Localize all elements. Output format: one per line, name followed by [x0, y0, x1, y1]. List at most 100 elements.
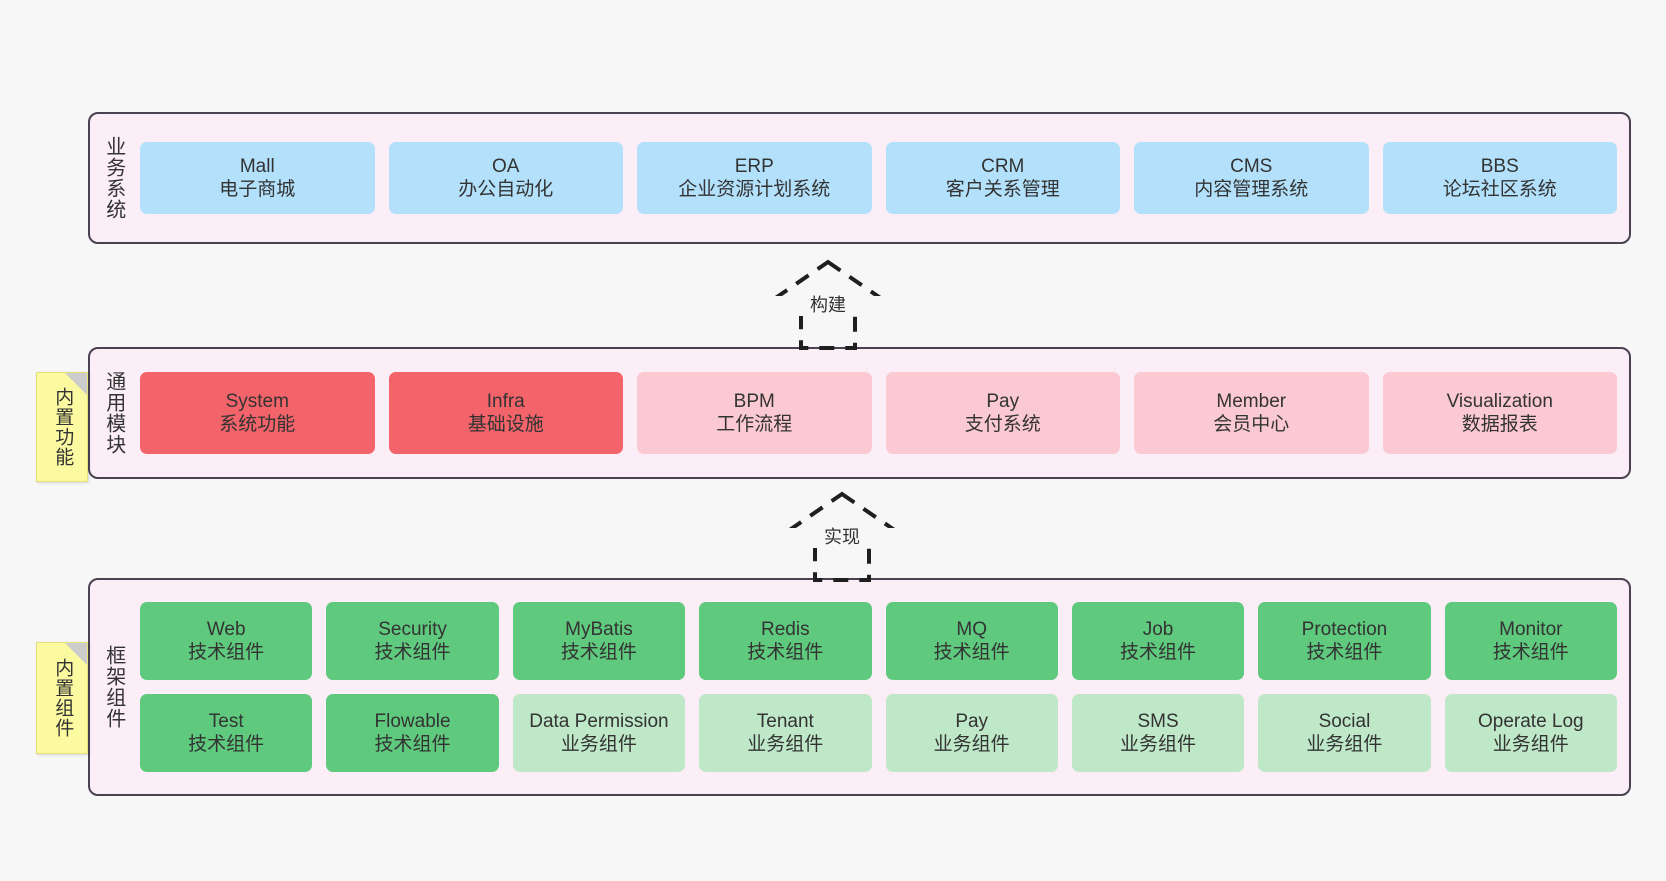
- module-card-security[interactable]: Security 技术组件: [326, 602, 499, 680]
- layer-business-system: 业务系统 Mall 电子商城 OA 办公自动化 ERP 企业资源计划系统 CRM…: [88, 112, 1631, 244]
- card-en-label: Flowable: [374, 710, 451, 732]
- module-card-member[interactable]: Member 会员中心: [1134, 372, 1369, 454]
- card-en-label: Redis: [761, 618, 810, 640]
- layer-framework-component: 框架组件 Web 技术组件 Security 技术组件 MyBatis 技术组件…: [88, 578, 1631, 796]
- module-card-pay-business[interactable]: Pay 业务组件: [885, 694, 1058, 772]
- card-en-label: OA: [492, 155, 520, 177]
- arrow-implement: 实现: [771, 490, 913, 582]
- card-en-label: Security: [378, 618, 447, 640]
- card-en-label: System: [225, 390, 289, 412]
- card-cn-label: 业务组件: [1120, 734, 1197, 755]
- module-card-mq[interactable]: MQ 技术组件: [885, 602, 1058, 680]
- module-card-data-permission[interactable]: Data Permission 业务组件: [512, 694, 686, 772]
- layer-title-framework-component: 框架组件: [102, 645, 125, 729]
- card-cn-label: 系统功能: [219, 414, 296, 435]
- card-en-label: ERP: [734, 155, 774, 177]
- module-card-system[interactable]: System 系统功能: [140, 372, 375, 454]
- card-cn-label: 基础设施: [467, 414, 544, 435]
- module-card-pay[interactable]: Pay 支付系统: [885, 372, 1120, 454]
- card-cn-label: 技术组件: [747, 642, 824, 663]
- module-card-job[interactable]: Job 技术组件: [1071, 602, 1245, 680]
- module-card-social[interactable]: Social 业务组件: [1258, 694, 1431, 772]
- card-en-label: Web: [206, 618, 246, 640]
- card-cn-label: 技术组件: [1492, 642, 1569, 663]
- module-card-bpm[interactable]: BPM 工作流程: [637, 372, 872, 454]
- card-en-label: CMS: [1230, 155, 1273, 177]
- card-en-label: Test: [208, 710, 244, 732]
- arrow-implement-label: 实现: [771, 527, 913, 548]
- module-card-visualization[interactable]: Visualization 数据报表: [1382, 372, 1617, 454]
- card-en-label: Data Permission: [529, 710, 669, 732]
- card-en-label: Protection: [1301, 618, 1388, 640]
- card-cn-label: 支付系统: [964, 414, 1041, 435]
- module-card-tenant[interactable]: Tenant 业务组件: [699, 694, 872, 772]
- card-en-label: Pay: [955, 710, 989, 732]
- card-cn-label: 技术组件: [374, 734, 451, 755]
- page-fold-icon: [65, 373, 87, 395]
- card-cn-label: 数据报表: [1461, 414, 1538, 435]
- layer-title-common-module: 通用模块: [102, 371, 125, 455]
- row: Mall 电子商城 OA 办公自动化 ERP 企业资源计划系统 CRM 客户关系…: [140, 142, 1617, 214]
- row: Web 技术组件 Security 技术组件 MyBatis 技术组件 Redi…: [140, 602, 1617, 680]
- card-cn-label: 客户关系管理: [945, 179, 1060, 200]
- module-card-redis[interactable]: Redis 技术组件: [699, 602, 872, 680]
- card-en-label: CRM: [981, 155, 1025, 177]
- sticky-note-label: 内置组件: [52, 658, 74, 738]
- module-card-infra[interactable]: Infra 基础设施: [388, 372, 623, 454]
- card-cn-label: 技术组件: [374, 642, 451, 663]
- card-en-label: BBS: [1480, 155, 1519, 177]
- module-card-mybatis[interactable]: MyBatis 技术组件: [512, 602, 686, 680]
- layer-body-common-module: System 系统功能 Infra 基础设施 BPM 工作流程 Pay 支付系统…: [136, 349, 1629, 477]
- row: Test 技术组件 Flowable 技术组件 Data Permission …: [140, 694, 1617, 772]
- card-cn-label: 技术组件: [188, 642, 265, 663]
- card-cn-label: 技术组件: [1120, 642, 1197, 663]
- module-card-monitor[interactable]: Monitor 技术组件: [1444, 602, 1617, 680]
- module-card-bbs[interactable]: BBS 论坛社区系统: [1382, 142, 1617, 214]
- card-cn-label: 技术组件: [560, 642, 637, 663]
- module-card-crm[interactable]: CRM 客户关系管理: [885, 142, 1120, 214]
- arrow-build: 构建: [757, 258, 899, 350]
- card-cn-label: 业务组件: [560, 734, 637, 755]
- module-card-oa[interactable]: OA 办公自动化: [388, 142, 623, 214]
- card-cn-label: 会员中心: [1213, 414, 1290, 435]
- card-cn-label: 技术组件: [933, 642, 1010, 663]
- layer-body-business-system: Mall 电子商城 OA 办公自动化 ERP 企业资源计划系统 CRM 客户关系…: [136, 114, 1629, 242]
- card-cn-label: 电子商城: [219, 179, 296, 200]
- card-cn-label: 办公自动化: [458, 179, 554, 200]
- module-card-sms[interactable]: SMS 业务组件: [1071, 694, 1245, 772]
- card-cn-label: 工作流程: [716, 414, 793, 435]
- card-cn-label: 业务组件: [1306, 734, 1383, 755]
- card-en-label: Tenant: [756, 710, 814, 732]
- module-card-protection[interactable]: Protection 技术组件: [1258, 602, 1431, 680]
- module-card-test[interactable]: Test 技术组件: [140, 694, 313, 772]
- card-cn-label: 业务组件: [747, 734, 824, 755]
- module-card-web[interactable]: Web 技术组件: [140, 602, 313, 680]
- layer-common-module: 通用模块 System 系统功能 Infra 基础设施 BPM 工作流程 Pay…: [88, 347, 1631, 479]
- layer-body-framework-component: Web 技术组件 Security 技术组件 MyBatis 技术组件 Redi…: [136, 580, 1629, 794]
- layer-title-business-system: 业务系统: [102, 136, 125, 220]
- card-cn-label: 技术组件: [188, 734, 265, 755]
- module-card-mall[interactable]: Mall 电子商城: [140, 142, 375, 214]
- card-en-label: Operate Log: [1477, 710, 1584, 732]
- card-cn-label: 论坛社区系统: [1442, 179, 1557, 200]
- card-en-label: Social: [1318, 710, 1371, 732]
- card-en-label: MyBatis: [565, 618, 633, 640]
- module-card-cms[interactable]: CMS 内容管理系统: [1134, 142, 1369, 214]
- module-card-erp[interactable]: ERP 企业资源计划系统: [637, 142, 872, 214]
- sticky-note-label: 内置功能: [52, 387, 74, 467]
- card-en-label: Infra: [486, 390, 525, 412]
- card-en-label: Member: [1216, 390, 1287, 412]
- card-cn-label: 业务组件: [933, 734, 1010, 755]
- card-en-label: Job: [1142, 618, 1174, 640]
- card-cn-label: 企业资源计划系统: [678, 179, 831, 200]
- arrow-build-label: 构建: [757, 295, 899, 316]
- card-en-label: MQ: [956, 618, 987, 640]
- card-en-label: Visualization: [1446, 390, 1553, 412]
- card-en-label: BPM: [733, 390, 775, 412]
- card-en-label: Monitor: [1499, 618, 1563, 640]
- module-card-operate-log[interactable]: Operate Log 业务组件: [1444, 694, 1617, 772]
- sticky-note-builtin-function: 内置功能: [36, 372, 88, 482]
- module-card-flowable[interactable]: Flowable 技术组件: [326, 694, 499, 772]
- card-cn-label: 业务组件: [1492, 734, 1569, 755]
